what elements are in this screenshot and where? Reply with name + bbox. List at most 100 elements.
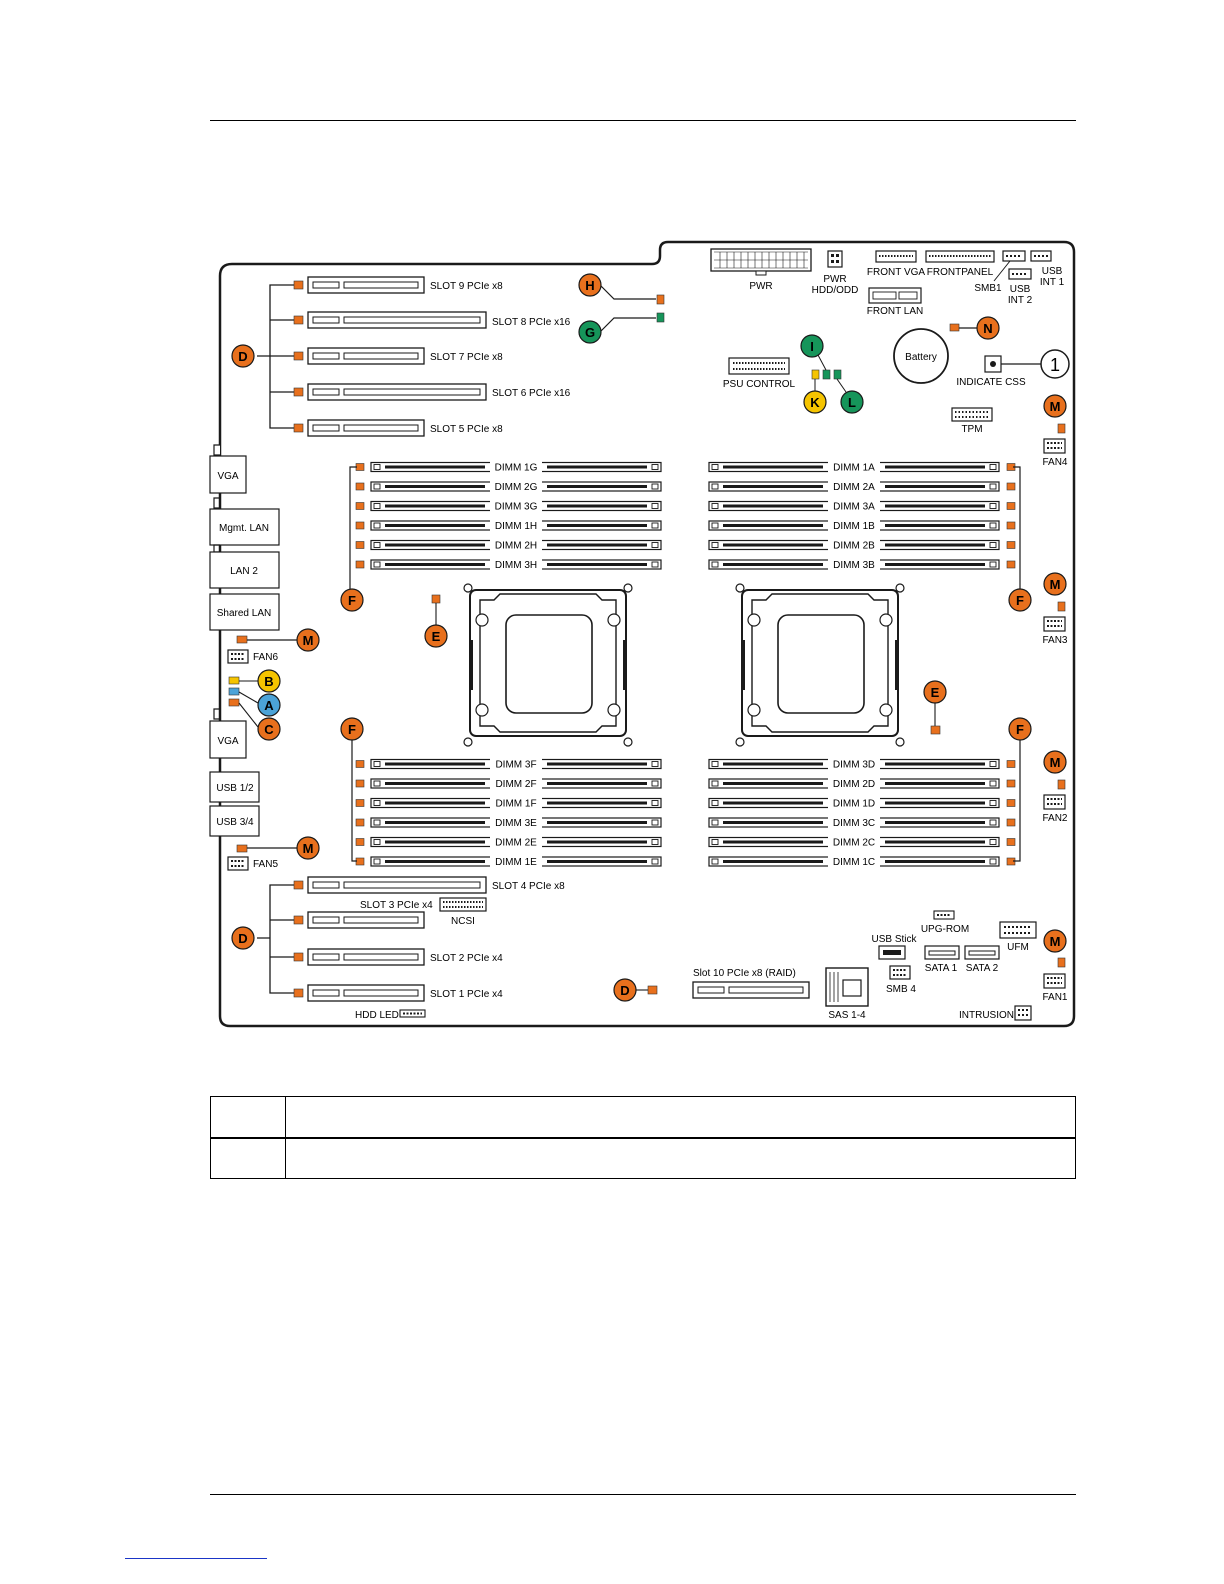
motherboard-diagram: SLOT 9 PCIe x8 SLOT 8 PCIe x16 SLOT 7 PC…	[209, 240, 1076, 1028]
callout-f: F	[348, 593, 356, 608]
callout-k: K	[803, 390, 827, 414]
callout-n: N	[949, 316, 1000, 340]
intrusion-connector: INTRUSION	[959, 1005, 1032, 1021]
svg-text:HDD/ODD: HDD/ODD	[812, 285, 859, 296]
f-bracket-left-bottom: F	[340, 717, 364, 862]
dimm-slot: DIMM 1A	[708, 461, 1016, 474]
callout-b: B	[264, 674, 273, 689]
svg-text:FRONT VGA: FRONT VGA	[867, 267, 925, 278]
svg-text:D: D	[620, 983, 629, 998]
dimm-label: DIMM 2D	[833, 779, 875, 790]
dimm-slot: DIMM 3C	[708, 816, 1016, 829]
dimm-slot: DIMM 3H	[355, 558, 662, 571]
svg-text:INT 2: INT 2	[1008, 295, 1033, 306]
usb-int1-connector: USB INT 1	[1030, 250, 1065, 288]
dimm-slot: DIMM 1D	[708, 797, 1016, 810]
ncsi-connector: NCSI	[439, 897, 487, 927]
board-outline	[218, 240, 1076, 1028]
dimm-label: DIMM 3H	[495, 560, 537, 571]
legend-table	[210, 1096, 1076, 1179]
dimm-label: DIMM 1E	[495, 857, 537, 868]
frontpanel-connector: FRONTPANEL	[925, 250, 995, 278]
dimm-slot: DIMM 2C	[708, 836, 1016, 849]
svg-text:INDICATE CSS: INDICATE CSS	[956, 377, 1026, 388]
pcie-slot-3: SLOT 3 PCIe x4	[293, 900, 433, 929]
callout-h: H	[578, 273, 665, 305]
dimm-slot: DIMM 2A	[708, 480, 1016, 493]
fan2: M FAN2	[1042, 750, 1068, 824]
tpm-connector: TPM	[951, 407, 993, 435]
dimm-slot: DIMM 3E	[355, 816, 662, 829]
sata1-connector: SATA 1	[924, 945, 960, 974]
dimm-slot: DIMM 1G	[355, 461, 662, 474]
svg-text:SATA 2: SATA 2	[966, 963, 999, 974]
dimm-slot: DIMM 1C	[708, 855, 1016, 868]
dimm-label: DIMM 3B	[833, 560, 875, 571]
pcie-slot-10: Slot 10 PCIe x8 (RAID)	[692, 968, 810, 999]
dimm-slot: DIMM 2G	[355, 480, 662, 493]
svg-text:I: I	[810, 339, 814, 354]
svg-text:HDD LED: HDD LED	[355, 1010, 399, 1021]
svg-text:FAN6: FAN6	[253, 652, 278, 663]
dimm-slot: DIMM 2F	[355, 777, 662, 790]
callout-d-top: D	[231, 344, 255, 368]
fan5: M FAN5	[227, 836, 320, 871]
dimm-slot: DIMM 1F	[355, 797, 662, 810]
callout-c: C	[264, 722, 274, 737]
svg-text:E: E	[931, 685, 940, 700]
svg-text:USB: USB	[1042, 266, 1063, 277]
svg-text:UFM: UFM	[1007, 942, 1029, 953]
svg-text:D: D	[238, 349, 247, 364]
slot-10-label: Slot 10 PCIe x8 (RAID)	[693, 968, 796, 979]
svg-text:Battery: Battery	[905, 352, 937, 363]
svg-text:D: D	[238, 931, 247, 946]
footer-link-underline	[125, 1558, 267, 1559]
pcie-slot-9: SLOT 9 PCIe x8	[293, 276, 503, 294]
rear-io: VGA Mgmt. LAN LAN 2 Shared LAN VGA USB 1…	[209, 444, 280, 837]
dimm-slot: DIMM 1H	[355, 519, 662, 532]
dimm-slot: DIMM 3G	[355, 500, 662, 513]
svg-text:NCSI: NCSI	[451, 916, 475, 927]
dimm-label: DIMM 2F	[495, 779, 536, 790]
svg-text:M: M	[303, 633, 314, 648]
sas-connector: SAS 1-4	[825, 967, 869, 1021]
callout-d-slot10: D	[613, 978, 658, 1002]
slot-group-bottom: SLOT 4 PCIe x8 SLOT 3 PCIe x4 SLOT 2 PCI…	[257, 876, 565, 1002]
svg-text:M: M	[1050, 399, 1061, 414]
svg-text:PSU CONTROL: PSU CONTROL	[723, 379, 796, 390]
dimm-label: DIMM 3A	[833, 502, 875, 513]
lan2-port: LAN 2	[230, 566, 258, 577]
smb4-connector: SMB 4	[886, 965, 916, 995]
slot-1-label: SLOT 1 PCIe x4	[430, 989, 503, 1000]
svg-text:FAN3: FAN3	[1042, 635, 1067, 646]
vga-port-1: VGA	[217, 471, 238, 482]
usb-stick-connector: USB Stick	[871, 934, 918, 960]
dimm-label: DIMM 1F	[495, 799, 536, 810]
svg-text:INT 1: INT 1	[1040, 277, 1065, 288]
f-bracket-right-top: F	[1008, 466, 1032, 612]
psu-control-connector: PSU CONTROL	[723, 357, 796, 390]
leds-ikl	[811, 354, 847, 393]
pcie-slot-5: SLOT 5 PCIe x8	[293, 419, 503, 437]
dimm-label: DIMM 3E	[495, 818, 537, 829]
hdd-led-connector: HDD LED	[355, 1009, 426, 1021]
leds-abc: B A C	[228, 669, 281, 741]
upg-rom-connector: UPG-ROM	[921, 910, 969, 935]
callout-i: I	[800, 334, 824, 358]
dimm-slot: DIMM 1B	[708, 519, 1016, 532]
svg-text:M: M	[303, 841, 314, 856]
slot-9-label: SLOT 9 PCIe x8	[430, 281, 503, 292]
fan4: M FAN4	[1042, 394, 1068, 468]
ufm-connector: UFM	[999, 921, 1037, 953]
footer-rule	[210, 1494, 1076, 1495]
callout-f: F	[1016, 593, 1024, 608]
dimm-slot: DIMM 2E	[355, 836, 662, 849]
svg-text:USB: USB	[1010, 284, 1031, 295]
svg-text:PWR: PWR	[749, 281, 772, 292]
pcie-slot-4: SLOT 4 PCIe x8	[293, 876, 565, 894]
cpu-socket-1	[463, 583, 633, 747]
dimm-label: DIMM 1D	[833, 799, 875, 810]
svg-text:UPG-ROM: UPG-ROM	[921, 924, 969, 935]
svg-text:FRONTPANEL: FRONTPANEL	[927, 267, 994, 278]
